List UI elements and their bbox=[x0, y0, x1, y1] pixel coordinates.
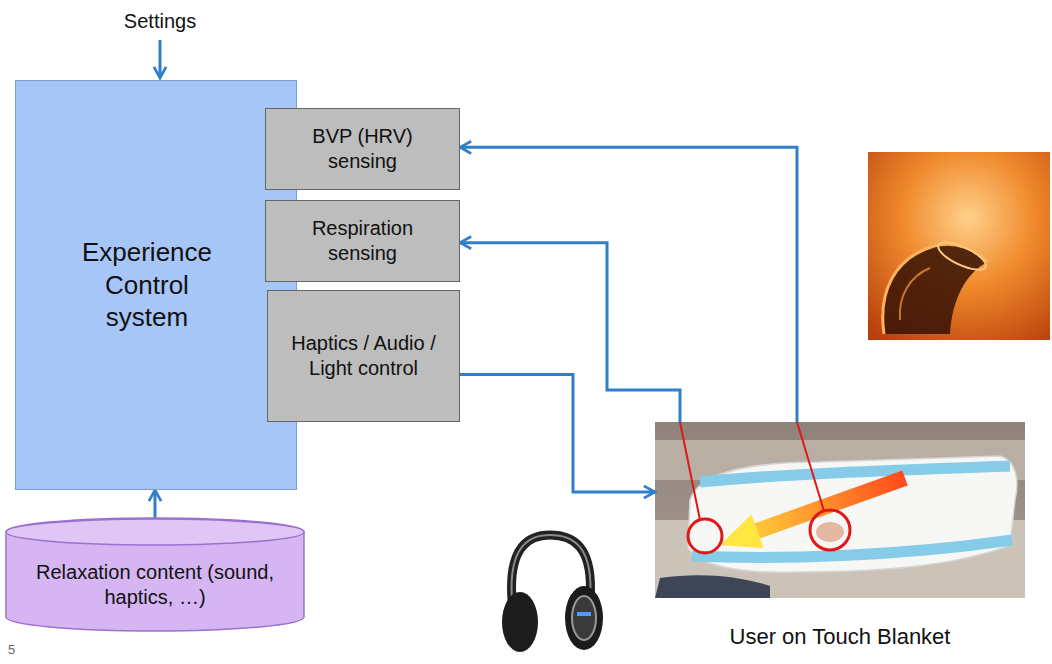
cylinder-top bbox=[6, 519, 304, 545]
blanket-photo bbox=[655, 422, 1025, 598]
signal-arrow bbox=[460, 243, 680, 422]
box-text: Relaxation content (sound, haptics, …) bbox=[25, 560, 285, 610]
photo-caption: User on Touch Blanket bbox=[730, 623, 951, 651]
signal-arrow bbox=[154, 490, 157, 518]
box-text: Respiration sensing bbox=[298, 216, 428, 266]
cylinder-body bbox=[6, 518, 304, 631]
headphones-picture bbox=[502, 535, 603, 652]
lamp-photo bbox=[868, 152, 1050, 340]
signal-arrow bbox=[460, 147, 797, 422]
sensing-box: BVP (HRV) sensing bbox=[265, 108, 460, 190]
box-text: BVP (HRV) sensing bbox=[298, 124, 428, 174]
input-label: Settings bbox=[100, 10, 220, 33]
content-database: Relaxation content (sound, haptics, …) bbox=[5, 518, 305, 632]
page-number: 5 bbox=[8, 642, 38, 657]
box-text: Haptics / Audio / Light control bbox=[281, 331, 446, 381]
user-photo: User on Touch Blanket bbox=[655, 422, 1025, 656]
control-system-box: Experience Control system bbox=[15, 80, 297, 490]
settings-arrow bbox=[159, 40, 162, 78]
control-box: Haptics / Audio / Light control bbox=[267, 290, 460, 422]
box-text: Experience Control system bbox=[72, 236, 222, 334]
signal-arrow bbox=[460, 374, 655, 492]
sensing-box: Respiration sensing bbox=[265, 200, 460, 282]
